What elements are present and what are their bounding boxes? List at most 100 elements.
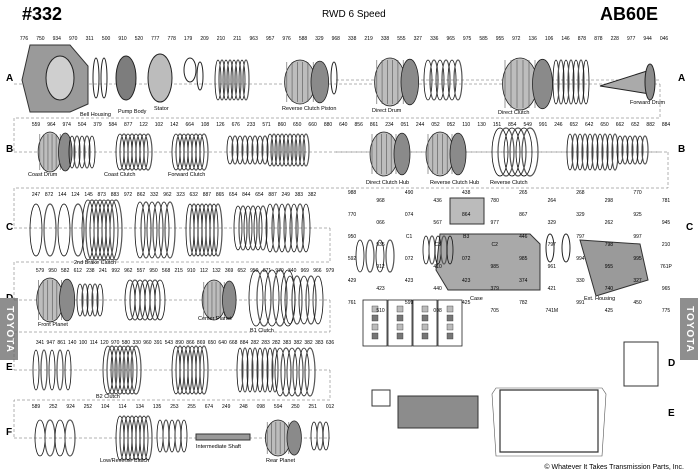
part-number: 878 bbox=[594, 36, 603, 42]
clutch-plate bbox=[591, 133, 599, 171]
clutch-plate bbox=[40, 349, 48, 391]
bushing-179 bbox=[183, 57, 197, 83]
part-number: 968 bbox=[332, 36, 341, 42]
clutch-plate bbox=[251, 347, 259, 393]
clutch-plate bbox=[385, 239, 395, 273]
clutch-plate bbox=[105, 199, 119, 261]
accumulator-piece bbox=[396, 323, 404, 331]
clutch-plate bbox=[606, 133, 614, 171]
part-number: 423 bbox=[462, 278, 471, 284]
clutch-plate bbox=[238, 205, 248, 251]
ring-219 bbox=[330, 61, 338, 95]
row-label-e: E bbox=[6, 362, 13, 373]
part-number: 777 bbox=[151, 36, 160, 42]
part-number: 890 bbox=[175, 340, 184, 346]
clutch-plate bbox=[238, 59, 246, 101]
part-number: 970 bbox=[69, 36, 78, 42]
part-number: 567 bbox=[433, 220, 442, 226]
ring-stack-c5 bbox=[265, 203, 311, 253]
caption-pump-body: Pump Body bbox=[118, 109, 147, 115]
guide-connector bbox=[13, 84, 661, 152]
ring-stack-b1 bbox=[68, 135, 96, 169]
part-number: 979 bbox=[326, 268, 335, 274]
clutch-plate bbox=[576, 133, 584, 171]
clutch-plate bbox=[446, 235, 454, 265]
part-number: 102 bbox=[155, 122, 164, 128]
ring-stack-f2 bbox=[156, 419, 188, 453]
part-number: 144 bbox=[58, 192, 67, 198]
caption-bell-housing: Bell Housing bbox=[80, 112, 111, 118]
clutch-plate bbox=[251, 135, 259, 165]
clutch-plate bbox=[280, 347, 292, 397]
drum-rim bbox=[59, 278, 76, 322]
clutch-plate bbox=[180, 419, 188, 453]
clutch-plate bbox=[71, 203, 85, 257]
part-number: 145 bbox=[84, 192, 93, 198]
part-number: 632 bbox=[190, 192, 199, 198]
clutch-plate bbox=[291, 275, 303, 325]
part-number: 051 bbox=[401, 122, 410, 128]
part-number: 965 bbox=[662, 286, 671, 292]
clutch-plate bbox=[581, 133, 589, 171]
part-number: 654 bbox=[255, 192, 264, 198]
part-number: 383 bbox=[295, 192, 304, 198]
part-number: 209 bbox=[200, 36, 209, 42]
clutch-plate bbox=[274, 347, 286, 397]
accumulator-piece bbox=[446, 332, 454, 340]
coast-drum bbox=[37, 131, 73, 173]
clutch-plate bbox=[355, 239, 365, 273]
clutch-plate bbox=[76, 283, 84, 317]
caption-direct-drum: Direct Drum bbox=[372, 108, 402, 114]
clutch-plate bbox=[271, 203, 281, 253]
ring-stack-c6 bbox=[355, 239, 395, 273]
part-number: 110 bbox=[462, 122, 470, 128]
accumulator-piece bbox=[421, 314, 429, 322]
drum-rim bbox=[222, 280, 237, 320]
part-number: 962 bbox=[124, 268, 133, 274]
accumulator-piece bbox=[446, 314, 454, 322]
part-number: 130 bbox=[477, 122, 486, 128]
clutch-plate bbox=[146, 201, 158, 259]
part-number: 662 bbox=[616, 122, 625, 128]
part-number: 571 bbox=[262, 122, 271, 128]
part-number: 340 bbox=[288, 268, 297, 274]
part-number: 338 bbox=[348, 36, 357, 42]
reverse-clutch-pack bbox=[491, 127, 539, 177]
b2-clutch-pack bbox=[102, 345, 142, 395]
part-number: 944 bbox=[643, 36, 652, 42]
clutch-plate bbox=[577, 59, 585, 105]
part-number: 950 bbox=[149, 268, 158, 274]
part-number: 652 bbox=[631, 122, 640, 128]
clutch-plate bbox=[429, 59, 439, 101]
clutch-plate bbox=[290, 133, 298, 167]
part-number: 761P bbox=[660, 264, 672, 270]
part-number: 612 bbox=[74, 268, 83, 274]
extension-housing bbox=[579, 239, 649, 297]
part-number: 132 bbox=[212, 268, 221, 274]
side-tab-right: TOYOTA bbox=[680, 298, 698, 360]
part-number: 104 bbox=[101, 404, 110, 410]
row-label-b: B bbox=[6, 144, 14, 155]
right-label-a: A bbox=[678, 73, 686, 84]
copyright-footer: © Whatever It Takes Transmission Parts, … bbox=[544, 464, 684, 471]
ring-stack-d1 bbox=[76, 283, 104, 317]
clutch-plate bbox=[621, 135, 629, 165]
part-number: 934 bbox=[53, 36, 62, 42]
part-number: 864 bbox=[462, 212, 471, 218]
part-number: 640 bbox=[218, 340, 227, 346]
caption-direct-clutch: Direct Clutch bbox=[498, 110, 529, 116]
part-number: 283 bbox=[261, 340, 270, 346]
clutch-plate bbox=[266, 347, 274, 393]
part-number: 884 bbox=[662, 122, 671, 128]
part-number: 215 bbox=[175, 268, 184, 274]
clutch-plate bbox=[626, 135, 634, 165]
part-number: 568 bbox=[162, 268, 171, 274]
part-number: 869 bbox=[197, 340, 206, 346]
clutch-plate bbox=[29, 203, 43, 257]
part-number: 391 bbox=[154, 340, 163, 346]
part-number: 955 bbox=[496, 36, 505, 42]
clutch-plate bbox=[596, 133, 604, 171]
guide-connector bbox=[13, 300, 331, 370]
part-number: 668 bbox=[229, 340, 238, 346]
part-number: 856 bbox=[355, 122, 364, 128]
